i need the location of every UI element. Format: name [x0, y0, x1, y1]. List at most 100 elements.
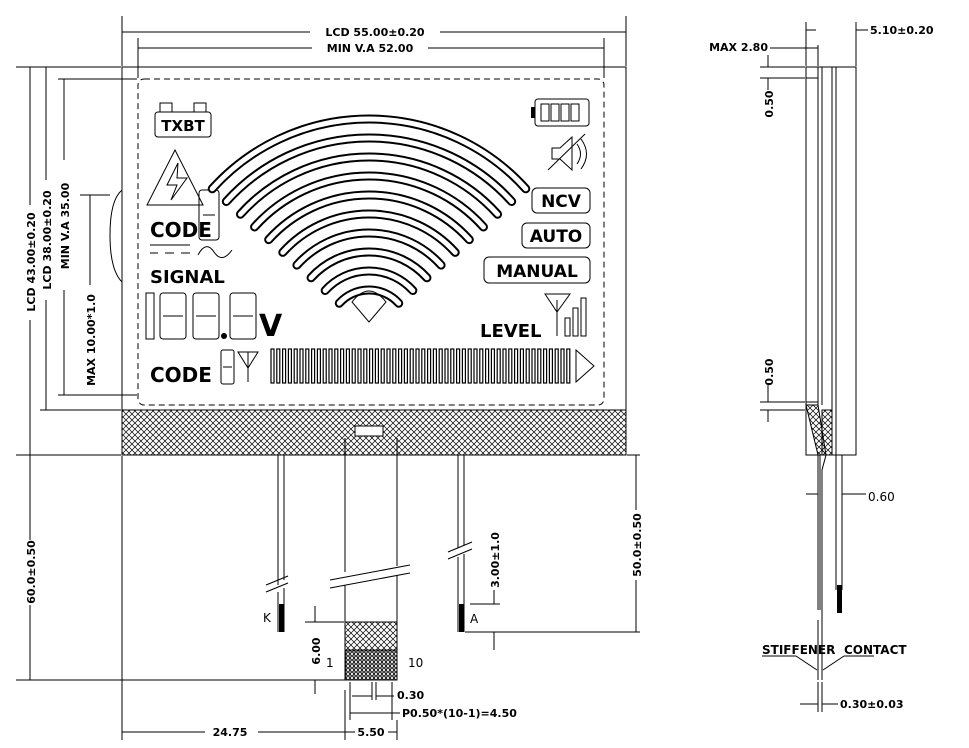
- txbt-icon: TXBT: [154, 102, 212, 138]
- side-030-dim: 0.30±0.03: [840, 698, 904, 711]
- bargraph-segment: [473, 348, 478, 384]
- bargraph-segment: [351, 348, 356, 384]
- bargraph-segment: [334, 348, 339, 384]
- va-height-dim: MIN V.A 35.00: [59, 182, 72, 269]
- bargraph-segment: [386, 348, 391, 384]
- stiffener-label: STIFFENER: [762, 643, 835, 657]
- manual-box: [483, 256, 591, 284]
- bargraph-segment: [566, 348, 571, 384]
- bargraph-segment: [322, 348, 327, 384]
- bargraph-segment: [525, 348, 530, 384]
- code-top-label: CODE: [150, 218, 212, 242]
- code-bottom-digit: [220, 349, 235, 385]
- pin-a-label: A: [470, 612, 479, 626]
- lcd-width-dim: LCD 55.00±0.20: [325, 26, 425, 39]
- bargraph-segment: [392, 348, 397, 384]
- lightning-warning-icon: [146, 148, 204, 206]
- bargraph-segment: [345, 348, 350, 384]
- bargraph-segment: [490, 348, 495, 384]
- side-510-dim: 5.10±0.20: [870, 24, 934, 37]
- side-body: [805, 66, 857, 456]
- bargraph-segment: [450, 348, 455, 384]
- bargraph-segment: [542, 348, 548, 384]
- lcd-inner-height-dim: LCD 38.00±0.20: [41, 190, 54, 290]
- bargraph-segment: [282, 348, 287, 384]
- bargraph-segment: [328, 348, 333, 384]
- pin-10-label: 10: [408, 656, 423, 670]
- bargraph-segment: [421, 348, 426, 384]
- pin-k-label: K: [263, 611, 272, 625]
- side-050-bottom-dim: 0.50: [763, 358, 776, 385]
- bargraph-segment: [427, 348, 432, 384]
- bargraph-segment: [398, 348, 403, 384]
- bargraph-segment: [363, 348, 368, 384]
- side-050-top-dim: 0.50: [763, 90, 776, 117]
- bargraph-segment: [299, 348, 304, 384]
- lead-50-dim: 50.0±0.50: [631, 513, 644, 577]
- viewing-area: [137, 78, 605, 406]
- bargraph-segment: [502, 348, 507, 384]
- bargraph-segment: [270, 348, 275, 384]
- pitch-formula-dim: P0.50*(10-1)=4.50: [402, 707, 517, 720]
- va-width-dim: MIN V.A 52.00: [327, 42, 414, 55]
- bargraph-segment: [531, 348, 536, 384]
- tail-6-dim: 6.00: [310, 637, 323, 664]
- bargraph-segment: [479, 348, 484, 384]
- width-550-dim: 5.50: [357, 726, 384, 739]
- front-view: TXBT CODE SIGNAL: [16, 16, 644, 740]
- bargraph-segment: [357, 348, 362, 384]
- volt-label: V: [259, 309, 283, 344]
- bargraph-segment: [438, 348, 443, 384]
- bargraph-segment: [548, 348, 554, 384]
- bargraph-segment: [496, 348, 501, 384]
- bargraph-segment: [508, 348, 513, 384]
- bargraph-segment: [432, 348, 437, 384]
- leads: K A 1 10: [263, 438, 479, 681]
- mute-speaker-icon: [547, 133, 587, 172]
- bargraph-segment: [403, 348, 408, 384]
- offset-2475-dim: 24.75: [213, 726, 248, 739]
- bargraph-segment: [513, 348, 519, 384]
- max-10-dim: MAX 10.00*1.0: [85, 294, 98, 386]
- level-label: LEVEL: [480, 321, 541, 342]
- pin-1-label: 1: [326, 656, 334, 670]
- max-280-dim: MAX 2.80: [709, 41, 768, 54]
- ncv-label: NCV: [541, 192, 582, 212]
- contact-label: CONTACT: [844, 643, 907, 657]
- auto-box: [521, 222, 591, 249]
- bargraph-segment: [461, 348, 466, 384]
- dim-left: LCD 43.00±0.20 LCD 38.00±0.20 MIN V.A 35…: [16, 66, 345, 681]
- fpc-stiffener: [344, 621, 398, 651]
- lead-60-dim: 60.0±0.50: [25, 540, 38, 604]
- level-bargraph: [270, 348, 571, 384]
- bargraph-arrow-icon: [575, 348, 595, 384]
- bargraph-segment: [456, 348, 461, 384]
- bargraph-segment: [409, 348, 414, 384]
- bargraph-segment: [537, 348, 542, 384]
- bargraph-segment: [305, 348, 310, 384]
- bargraph-segment: [415, 348, 420, 384]
- bargraph-segment: [340, 348, 345, 384]
- bargraph-segment: [560, 348, 565, 384]
- bargraph-segment: [287, 348, 292, 384]
- dim-leads: 50.0±0.50 3.00±1.0 6.00 0.30 P0.50*(10-1…: [121, 454, 644, 740]
- bargraph-segment: [316, 348, 321, 384]
- bargraph-segment: [554, 348, 559, 384]
- bargraph-segment: [369, 348, 374, 384]
- dim-top: LCD 55.00±0.20 MIN V.A 52.00: [121, 16, 627, 78]
- ncv-box: [531, 187, 591, 214]
- pitch-030-dim: 0.30: [397, 689, 424, 702]
- ac-icon: [197, 246, 233, 258]
- auto-label: AUTO: [530, 227, 583, 247]
- level-antenna-icon: [544, 293, 587, 337]
- code-bottom-label: CODE: [150, 363, 212, 387]
- bargraph-segment: [293, 348, 298, 384]
- bargraph-segment: [380, 348, 385, 384]
- txbt-label: TXBT: [161, 117, 205, 135]
- side-tab: [109, 189, 123, 283]
- fpc-contacts: [344, 649, 398, 681]
- lcd-height-dim: LCD 43.00±0.20: [25, 212, 38, 312]
- side-060-dim: 0.60: [868, 490, 895, 504]
- seal-tab: [354, 425, 384, 437]
